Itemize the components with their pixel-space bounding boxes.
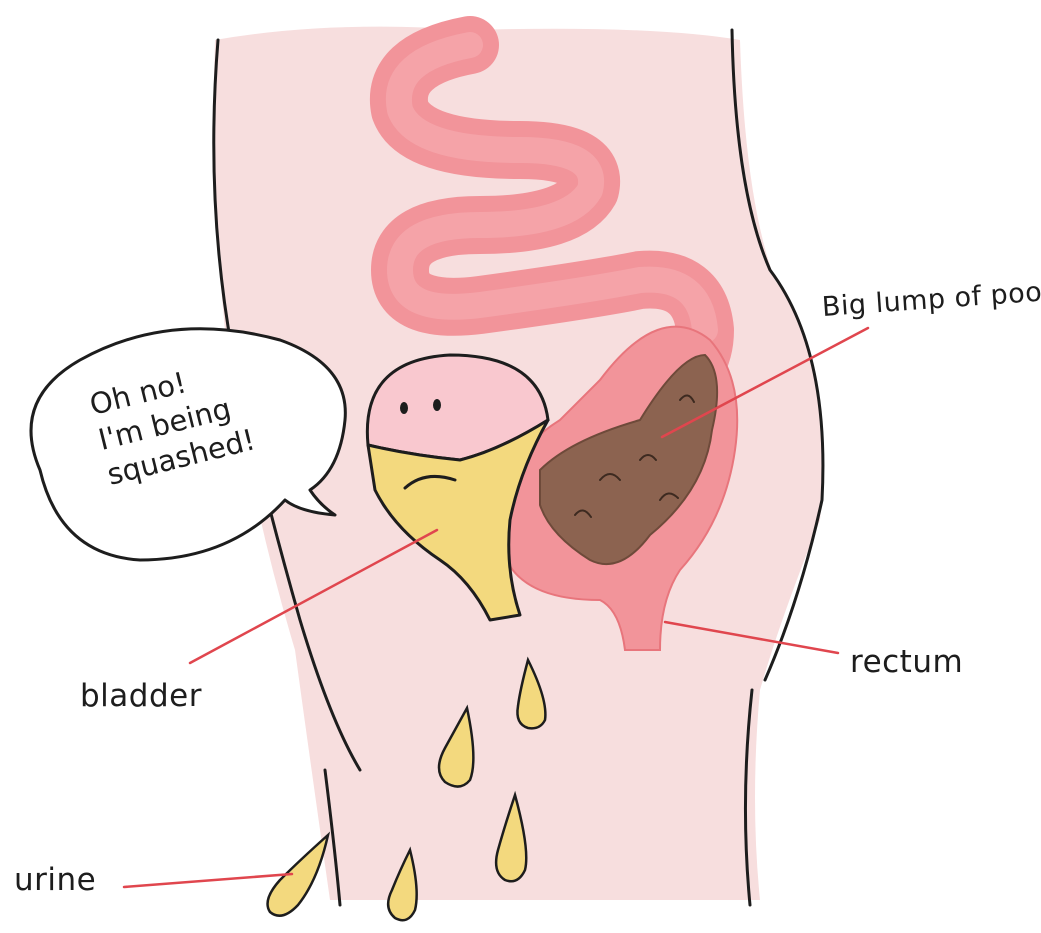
- bladder-label: bladder: [80, 678, 202, 714]
- urine-leader-line: [124, 874, 292, 887]
- bladder-eye-left: [400, 402, 408, 414]
- bladder-eye-right: [433, 399, 441, 411]
- rectum-label: rectum: [850, 644, 963, 680]
- urine-label: urine: [14, 862, 96, 898]
